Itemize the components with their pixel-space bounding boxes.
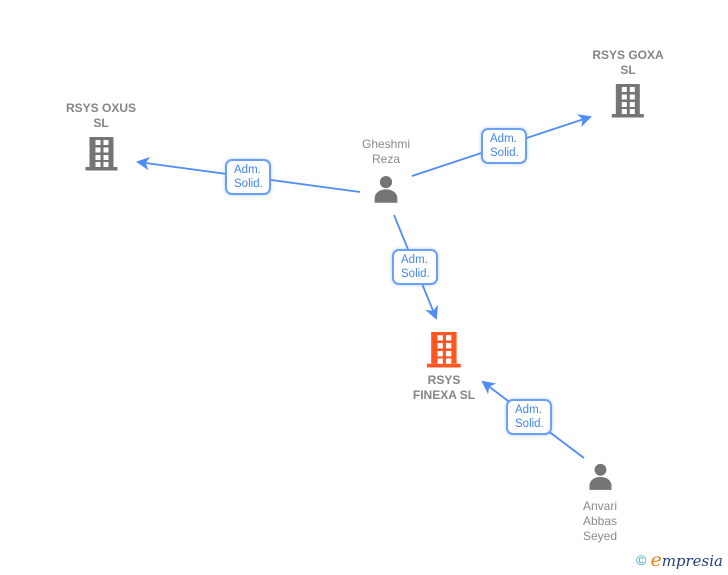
edge-label-adm-solid: Adm. Solid. [481, 128, 527, 164]
edge-label-adm-solid: Adm. Solid. [392, 249, 438, 285]
edge-label-line: Solid. [234, 178, 263, 190]
person-icon [589, 463, 611, 490]
brand-name: mpresia [661, 552, 723, 570]
node-label: RSYS OXUS SL [65, 101, 137, 130]
person-icon [374, 175, 398, 203]
edge-label-adm-solid: Adm. Solid. [506, 399, 552, 435]
building-icon [85, 137, 117, 171]
edge-label-line: Adm. [490, 133, 517, 145]
edge-label-line: Solid. [401, 268, 430, 280]
node-label: RSYS FINEXA SL [412, 373, 476, 402]
node-rsys-finexa-sl[interactable]: RSYS FINEXA SL [413, 332, 475, 403]
edge-label-line: Adm. [401, 254, 428, 266]
edge-label-adm-solid: Adm. Solid. [225, 159, 271, 195]
building-icon [427, 332, 461, 368]
node-label: RSYS GOXA SL [592, 48, 664, 77]
edge-label-line: Adm. [234, 164, 261, 176]
brand-initial: e [650, 549, 662, 571]
node-label: Gheshmi Reza [361, 137, 411, 166]
node-anvari-abbas-seyed[interactable]: Anvari Abbas Seyed [583, 461, 617, 544]
edge-label-line: Adm. [515, 404, 542, 416]
edge-label-line: Solid. [490, 147, 519, 159]
node-rsys-goxa-sl[interactable]: RSYS GOXA SL [592, 48, 664, 118]
building-icon [611, 84, 644, 118]
edge-label-line: Solid. [515, 418, 544, 430]
node-rsys-oxus-sl[interactable]: RSYS OXUS SL [66, 101, 136, 171]
node-gheshmi-reza[interactable]: Gheshmi Reza [362, 137, 410, 207]
node-label: Anvari Abbas Seyed [582, 499, 618, 543]
copyright-icon: © [636, 552, 647, 568]
empresia-logo: ©empresia [636, 549, 723, 571]
